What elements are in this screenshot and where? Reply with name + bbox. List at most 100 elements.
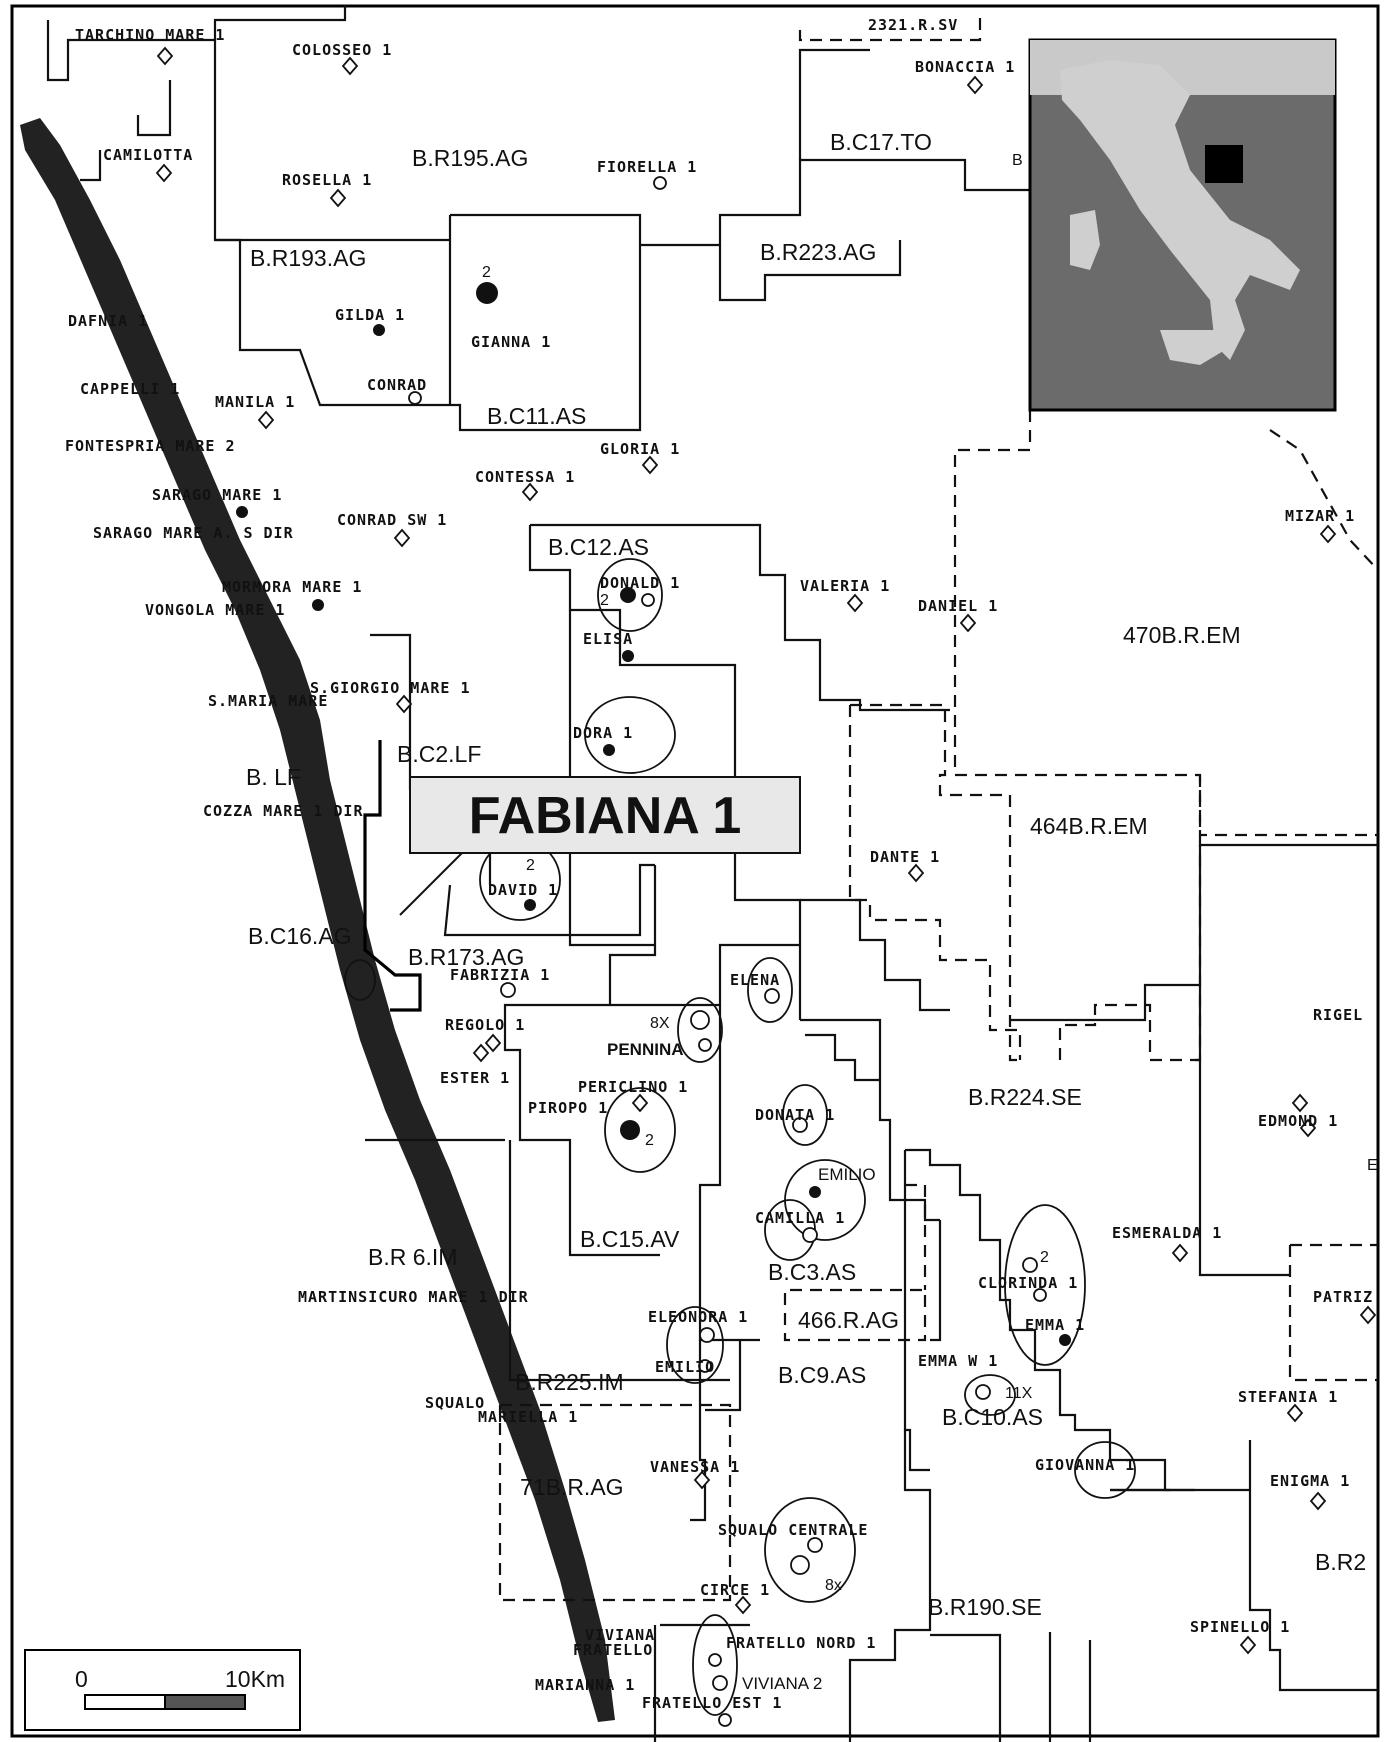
block-label: B.C16.AG — [248, 923, 352, 949]
block-label: B.C12.AS — [548, 534, 649, 560]
block-label: B.R193.AG — [250, 245, 366, 271]
block-label: B.R190.SE — [928, 1594, 1042, 1620]
well-label: MARIELLA 1 — [478, 1408, 578, 1426]
well-label: CONTESSA 1 — [475, 468, 575, 486]
block-label: B.R224.SE — [968, 1084, 1082, 1110]
well-annotation: 11X — [1005, 1385, 1033, 1402]
block-label: B.R225.IM — [515, 1369, 624, 1395]
well-annotation: 2 — [526, 857, 535, 874]
block-label: B.R173.AG — [408, 944, 524, 970]
map-labels: FABIANA 1 0 10Km B.R195.AG B.C17.TO B.R2… — [65, 16, 1378, 1712]
well-label: PIROPO 1 — [528, 1099, 608, 1117]
well-label: CAPPELLI 1 — [80, 380, 180, 398]
well-label: PERICLINO 1 — [578, 1078, 688, 1096]
well-label: CAMILOTTA — [103, 146, 193, 164]
block-label: 71B.R.AG — [520, 1474, 624, 1500]
block-label: B.C11.AS — [487, 403, 586, 429]
well-label: EDMOND 1 — [1258, 1112, 1338, 1130]
well-label: FRATELLO NORD 1 — [726, 1634, 876, 1652]
well-label: EMILIO — [818, 1165, 876, 1184]
well-annotation: 2 — [1040, 1249, 1049, 1266]
well-label: GILDA 1 — [335, 306, 405, 324]
block-label: B.C15.AV — [580, 1226, 680, 1252]
scale-bar — [24, 1649, 301, 1731]
block-label: B.C2.LF — [397, 741, 481, 767]
block-label: B.C17.TO — [830, 129, 932, 155]
well-label: EMMA 1 — [1025, 1316, 1085, 1334]
well-label: VIVIANA — [585, 1626, 655, 1644]
well-label: MARTINSICURO MARE 1 DIR — [298, 1288, 529, 1306]
well-label: FIORELLA 1 — [597, 158, 697, 176]
block-label: B.C10.AS — [942, 1404, 1043, 1430]
well-label: CONRAD — [367, 376, 427, 394]
well-label: SQUALO — [425, 1394, 485, 1412]
well-label: GIOVANNA 1 — [1035, 1456, 1135, 1474]
block-label: B.R2 — [1315, 1549, 1366, 1575]
well-label: FRATELLO EST 1 — [642, 1694, 782, 1712]
scale-distance: 10Km — [225, 1666, 285, 1692]
block-label: B.C3.AS — [768, 1259, 856, 1285]
well-label: SARAGO MARE A. S DIR — [93, 524, 294, 542]
well-symbols — [155, 46, 1377, 1727]
well-label: TARCHINO MARE 1 — [75, 26, 225, 44]
well-label: ROSELLA 1 — [282, 171, 372, 189]
well-label: ESTER 1 — [440, 1069, 510, 1087]
field-outlines — [344, 558, 1136, 1716]
well-label: STEFANIA 1 — [1238, 1388, 1338, 1406]
well-annotation: 8x — [825, 1577, 842, 1594]
block-label: B.R 6.IM — [368, 1244, 457, 1270]
well-label: MANILA 1 — [215, 393, 295, 411]
block-label: 464B.R.EM — [1030, 813, 1148, 839]
well-label: VONGOLA MARE 1 — [145, 601, 285, 619]
well-label: S.MARIA MARE — [208, 692, 328, 710]
well-annotation: 8X — [650, 1015, 670, 1032]
well-label: CAMILLA 1 — [755, 1209, 845, 1227]
well-label: MARIANNA 1 — [535, 1676, 635, 1694]
well-label: CIRCE 1 — [700, 1581, 770, 1599]
well-label: CONRAD SW 1 — [337, 511, 447, 529]
well-label: COZZA MARE 1 DIR — [203, 802, 364, 820]
well-label: FONTESPRIA MARE 2 — [65, 437, 236, 455]
block-label: 470B.R.EM — [1123, 622, 1241, 648]
well-annotation: 2 — [482, 264, 491, 281]
well-label: REGOLO 1 — [445, 1016, 525, 1034]
well-label: ELISA — [583, 630, 633, 648]
well-label: ELEONORA 1 — [648, 1308, 748, 1326]
well-annotation: 2 — [600, 592, 609, 609]
well-label: ELENA — [730, 971, 780, 989]
well-label: VIVIANA 2 — [742, 1674, 822, 1693]
well-label: DANTE 1 — [870, 848, 940, 866]
well-label: MORMORA MARE 1 — [222, 578, 362, 596]
dashed-boundaries — [498, 15, 1379, 1602]
well-label: DAFNIA 1 — [68, 312, 148, 330]
well-label: PENNINA — [607, 1040, 684, 1059]
italy-inset-map — [1028, 38, 1337, 412]
well-label: DORA 1 — [573, 724, 633, 742]
block-label: B.R195.AG — [412, 145, 528, 171]
well-label: GLORIA 1 — [600, 440, 680, 458]
coastline — [20, 118, 615, 1722]
well-label: EMMA W 1 — [918, 1352, 998, 1370]
well-label: CLORINDA 1 — [978, 1274, 1078, 1292]
well-label: SQUALO CENTRALE — [718, 1521, 868, 1539]
well-annotation: 2 — [645, 1132, 654, 1149]
edge-letter: E — [1367, 1157, 1378, 1174]
well-label: EMILIO — [655, 1358, 715, 1376]
well-label: DONALD 1 — [600, 574, 680, 592]
block-label: B. LF — [246, 764, 301, 790]
well-label: FABRIZIA 1 — [450, 966, 550, 984]
well-label: BONACCIA 1 — [915, 58, 1015, 76]
well-label: SARAGO MARE 1 — [152, 486, 282, 504]
highlight-label: FABIANA 1 — [469, 787, 742, 845]
block-label: 2321.R.SV — [868, 16, 958, 34]
well-label: S.GIORGIO MARE 1 — [310, 679, 471, 697]
well-label: VALERIA 1 — [800, 577, 890, 595]
map-frame — [10, 4, 1380, 1738]
fabiana-callout — [399, 776, 801, 916]
well-label: MIZAR 1 — [1285, 507, 1355, 525]
scale-zero: 0 — [75, 1666, 88, 1692]
well-label: ENIGMA 1 — [1270, 1472, 1350, 1490]
well-label: GIANNA 1 — [471, 333, 551, 351]
